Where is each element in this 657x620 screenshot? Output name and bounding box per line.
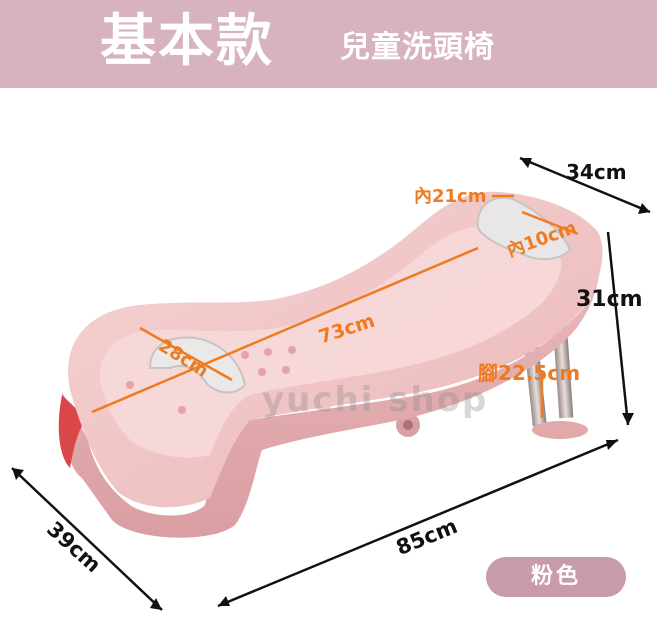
dim-inner-top-width: 內21cm xyxy=(414,186,487,207)
dim-leg-height: 腳22.5cm xyxy=(478,361,581,385)
chair-illustration xyxy=(11,156,651,611)
color-option-pill[interactable]: 粉色 xyxy=(486,557,626,597)
dim-height: 31cm xyxy=(576,287,643,312)
banner-title: 基本款 xyxy=(100,9,274,74)
dim-top-width: 34cm xyxy=(566,160,627,184)
title-banner: 基本款 兒童洗頭椅 xyxy=(0,0,657,88)
inner-dimension-lines xyxy=(91,194,579,418)
head-support xyxy=(476,196,572,261)
shop-watermark: yuchi shop xyxy=(262,380,489,420)
chair-body-side xyxy=(61,250,601,538)
banner-subtitle: 兒童洗頭椅 xyxy=(340,30,495,65)
seat-divider xyxy=(148,336,247,394)
drain-holes xyxy=(126,346,296,414)
dimension-lines xyxy=(11,156,651,611)
